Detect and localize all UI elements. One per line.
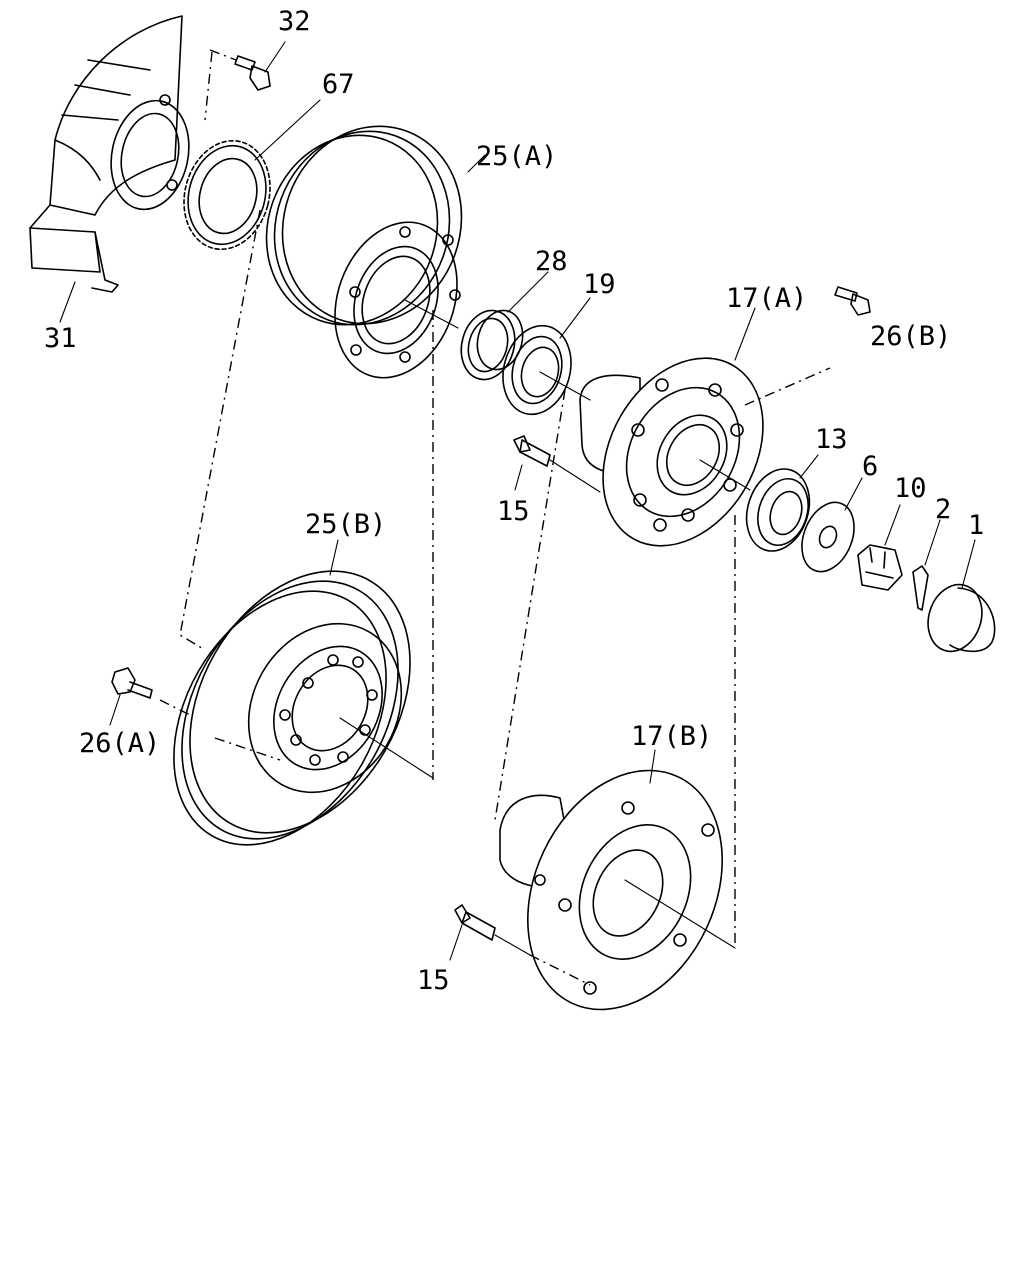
brake-rotor-part-25b bbox=[173, 539, 434, 846]
label-6: 6 bbox=[862, 451, 878, 482]
label-26b: 26(B) bbox=[870, 321, 951, 352]
label-67: 67 bbox=[322, 69, 355, 100]
wheel-hub-part-17b bbox=[499, 749, 736, 1011]
wheel-hub-part-17a bbox=[579, 307, 764, 547]
brake-rotor-part-25a bbox=[265, 125, 486, 379]
label-13: 13 bbox=[815, 424, 848, 455]
label-2: 2 bbox=[935, 494, 951, 525]
oil-seal-part-28 bbox=[460, 271, 549, 381]
bolt-part-26a bbox=[109, 667, 281, 761]
washer-part-6 bbox=[801, 477, 863, 573]
stud-part-15-lower bbox=[449, 904, 591, 986]
bolt-part-26b bbox=[744, 286, 871, 406]
label-26a: 26(A) bbox=[79, 728, 160, 759]
label-28: 28 bbox=[535, 246, 568, 277]
label-25a: 25(A) bbox=[476, 141, 557, 172]
label-25b: 25(B) bbox=[305, 509, 386, 540]
dust-shield-part-31 bbox=[29, 15, 190, 323]
label-19: 19 bbox=[583, 269, 616, 300]
label-17a: 17(A) bbox=[726, 283, 807, 314]
label-15-upper: 15 bbox=[497, 496, 530, 527]
sensor-ring-part-67 bbox=[183, 99, 321, 251]
cotter-pin-part-2 bbox=[912, 519, 941, 611]
assembly-center-lines bbox=[179, 49, 736, 948]
bearing-part-19 bbox=[502, 297, 591, 416]
label-1: 1 bbox=[968, 510, 984, 541]
stud-part-15-upper bbox=[513, 435, 601, 493]
bolt-part-32 bbox=[234, 41, 286, 91]
label-32: 32 bbox=[278, 6, 311, 37]
part-labels: 32 67 25(A) 28 19 17(A) 26(B) 31 13 6 10… bbox=[44, 6, 984, 996]
label-15-lower: 15 bbox=[417, 965, 450, 996]
label-10: 10 bbox=[894, 473, 927, 504]
hub-cap-part-1 bbox=[927, 539, 996, 653]
label-17b: 17(B) bbox=[631, 721, 712, 752]
bearing-part-13 bbox=[745, 454, 819, 552]
label-31: 31 bbox=[44, 323, 77, 354]
castle-nut-part-10 bbox=[857, 504, 903, 591]
